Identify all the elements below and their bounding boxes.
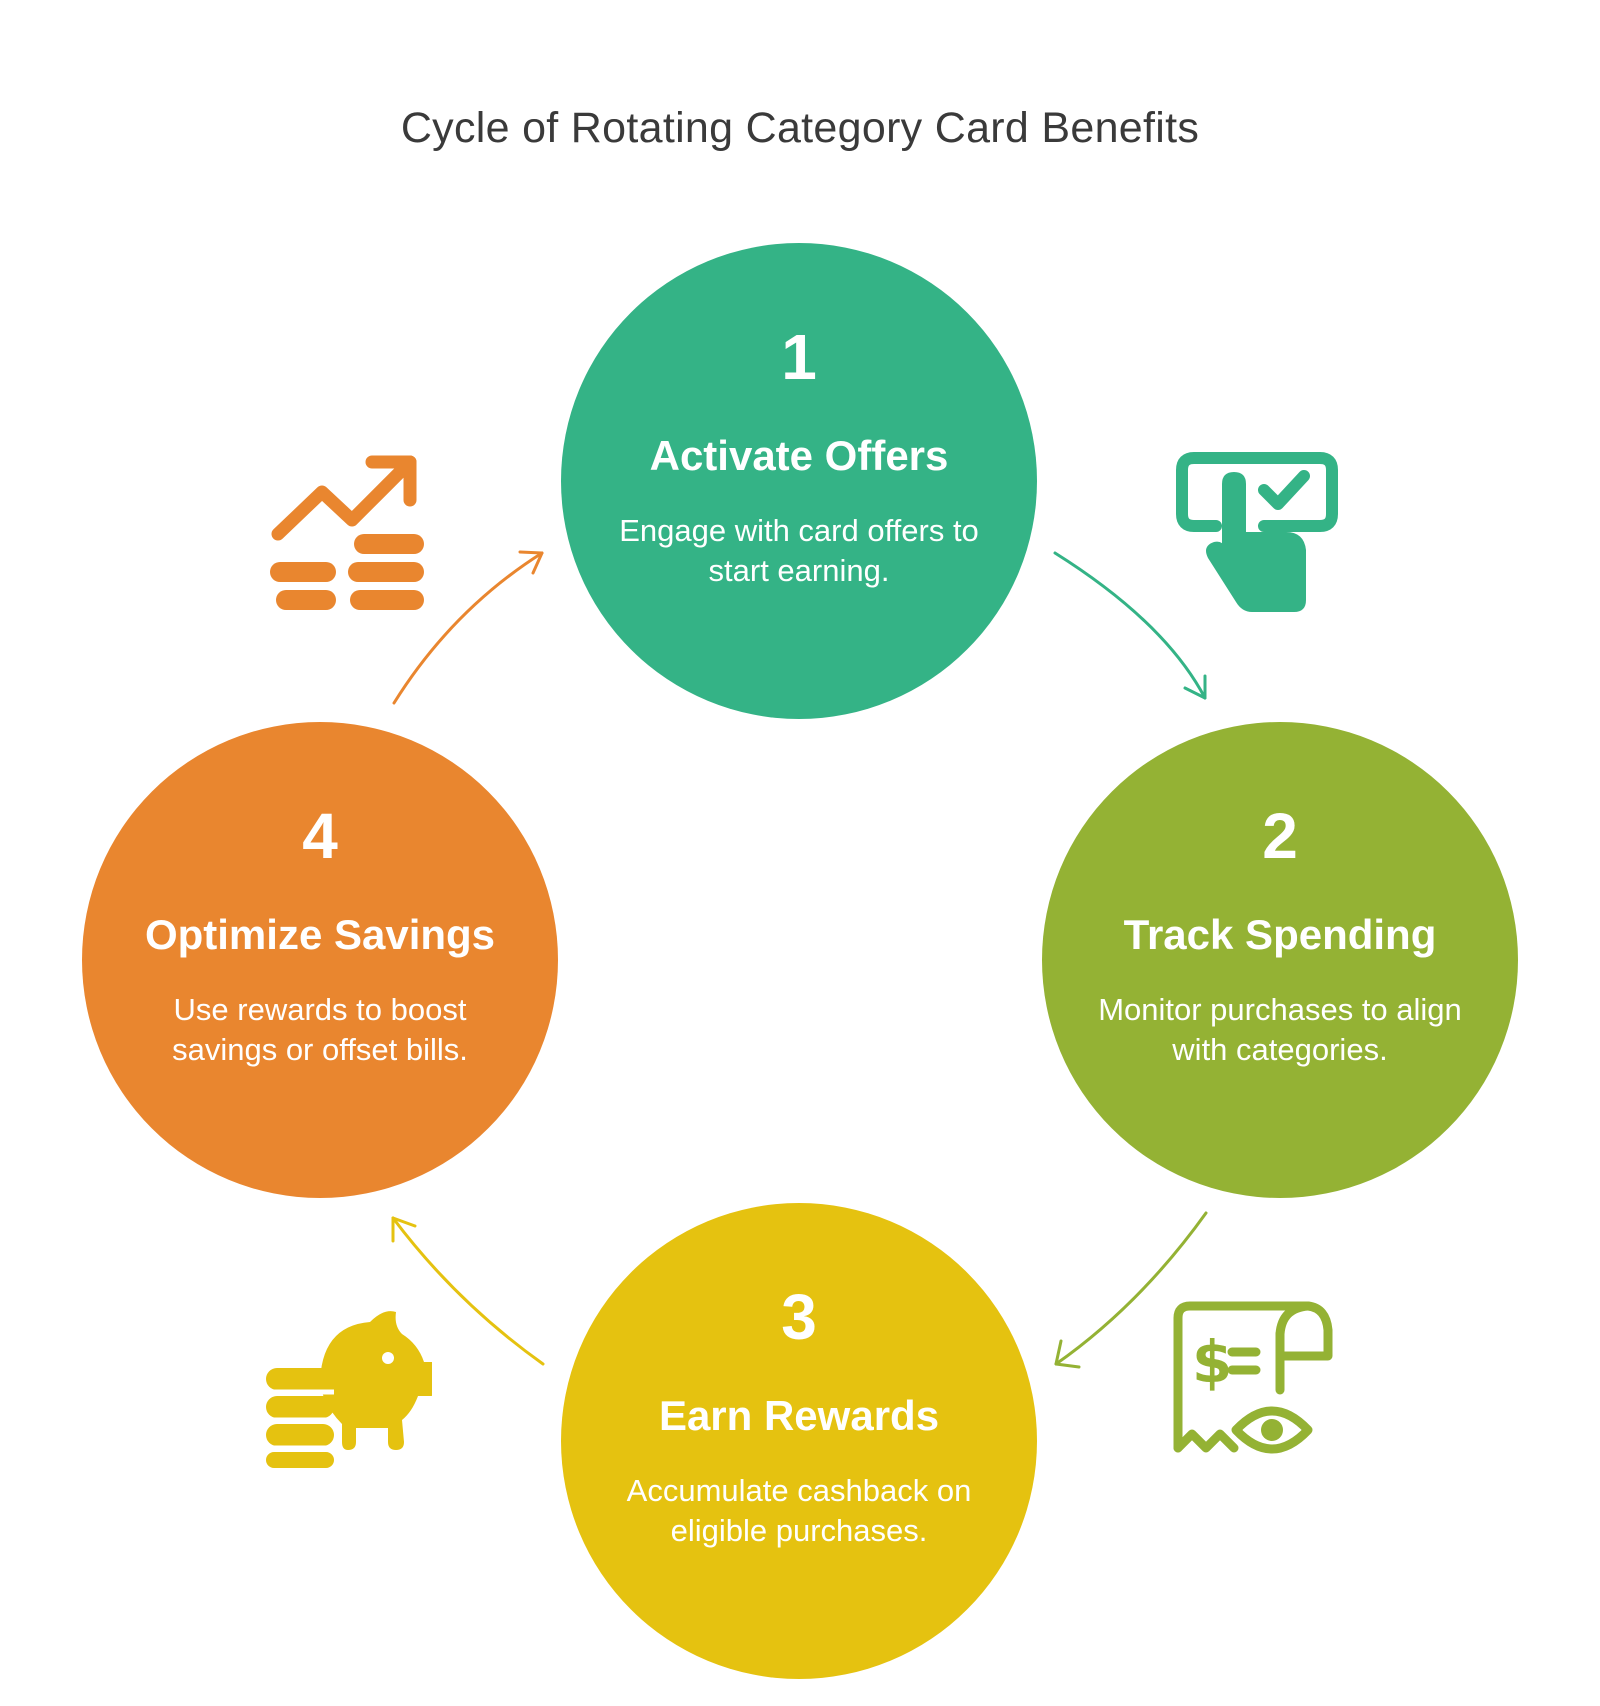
- step-2-circle: 2 Track Spending Monitor purchases to al…: [1042, 722, 1518, 1198]
- arrow-2-to-3: [1054, 1211, 1208, 1369]
- step-heading: Optimize Savings: [144, 911, 496, 958]
- hand-tap-checkbox-icon: [1176, 452, 1338, 612]
- step-number: 4: [302, 800, 338, 872]
- step-description: Monitor purchases to align with categori…: [1098, 992, 1462, 1067]
- step-3-circle: 3 Earn Rewards Accumulate cashback on el…: [561, 1203, 1037, 1679]
- step-number: 2: [1262, 800, 1298, 872]
- step-number: 1: [781, 321, 817, 393]
- step-heading: Activate Offers: [649, 432, 949, 479]
- arrow-4-to-1: [392, 550, 544, 705]
- receipt-eye-icon: $: [1173, 1301, 1333, 1454]
- step-description: Accumulate cashback on eligible purchase…: [626, 1473, 972, 1548]
- step-1-circle: 1 Activate Offers Engage with card offer…: [561, 243, 1037, 719]
- arrow-3-to-4: [391, 1216, 545, 1366]
- arrow-1-to-2: [1053, 551, 1207, 700]
- diagram-title: Cycle of Rotating Category Card Benefits: [400, 104, 1200, 152]
- step-heading: Track Spending: [1123, 911, 1437, 958]
- piggy-bank-coins-icon: [266, 1311, 432, 1468]
- step-heading: Earn Rewards: [658, 1392, 940, 1439]
- step-4-circle: 4 Optimize Savings Use rewards to boost …: [82, 722, 558, 1198]
- step-description: Engage with card offers to start earning…: [619, 513, 979, 588]
- trend-up-coins-icon: [270, 455, 424, 610]
- step-description: Use rewards to boost savings or offset b…: [172, 992, 468, 1067]
- step-number: 3: [781, 1281, 817, 1353]
- svg-text:$: $: [1192, 1328, 1232, 1396]
